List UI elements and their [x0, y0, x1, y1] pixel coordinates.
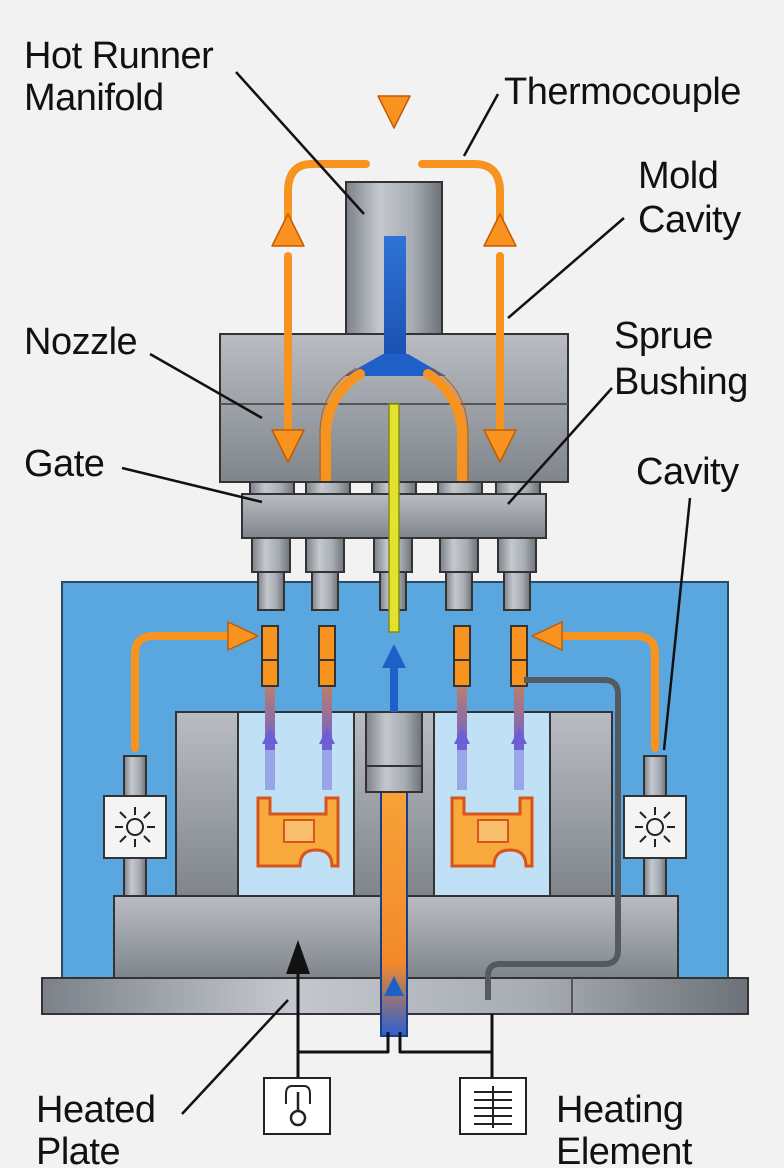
- svg-text:Cavity: Cavity: [636, 451, 739, 493]
- heater-sun-icon: [115, 807, 155, 847]
- heater-sun-icon: [635, 807, 675, 847]
- thermocouple-wire: [485, 677, 621, 1000]
- heating-coil-icon: [459, 1077, 527, 1135]
- flow-arrowheads: [227, 95, 563, 651]
- control-wiring: [296, 1000, 494, 1080]
- label-mold-cavity: Mold Cavity: [638, 155, 742, 241]
- svg-text:Bushing: Bushing: [614, 361, 748, 403]
- svg-text:Nozzle: Nozzle: [24, 321, 137, 363]
- leader-lines: [121, 71, 692, 1115]
- svg-text:Hot Runner: Hot Runner: [24, 35, 214, 77]
- svg-text:Manifold: Manifold: [24, 77, 164, 119]
- thermocouple-rod: [382, 403, 406, 712]
- svg-text:Plate: Plate: [36, 1131, 120, 1168]
- svg-text:Element: Element: [556, 1131, 693, 1168]
- svg-text:Heating: Heating: [556, 1089, 683, 1131]
- manifold-branch-outline: [319, 367, 469, 492]
- svg-text:Heated: Heated: [36, 1089, 156, 1131]
- label-gate: Gate: [24, 443, 105, 485]
- right-heater: [623, 755, 687, 897]
- label-sprue-bushing: Sprue Bushing: [614, 315, 748, 403]
- svg-text:Gate: Gate: [24, 443, 104, 485]
- thermometer-icon: [263, 1077, 331, 1135]
- left-heater: [103, 755, 167, 897]
- molded-part-left: [256, 796, 340, 868]
- cavity-feed-channels: [262, 640, 527, 790]
- label-cavity: Cavity: [636, 451, 740, 493]
- manifold-branches: [321, 369, 467, 497]
- gates: [261, 625, 528, 687]
- svg-text:Thermocouple: Thermocouple: [504, 71, 741, 113]
- svg-text:Cavity: Cavity: [638, 199, 741, 241]
- label-nozzle: Nozzle: [24, 321, 138, 363]
- label-hot-runner-manifold: Hot Runner Manifold: [24, 35, 215, 119]
- flow-arrows: [131, 4, 659, 752]
- label-heated-plate: Heated Plate: [36, 1089, 156, 1168]
- center-sprue: [365, 711, 423, 1037]
- molded-part-right: [450, 796, 534, 868]
- label-thermocouple: Thermocouple: [504, 71, 741, 113]
- heated-plate-arrow: [286, 940, 310, 974]
- label-heating-element: Heating Element: [556, 1089, 693, 1168]
- svg-text:Sprue: Sprue: [614, 315, 713, 357]
- svg-text:Mold: Mold: [638, 155, 718, 197]
